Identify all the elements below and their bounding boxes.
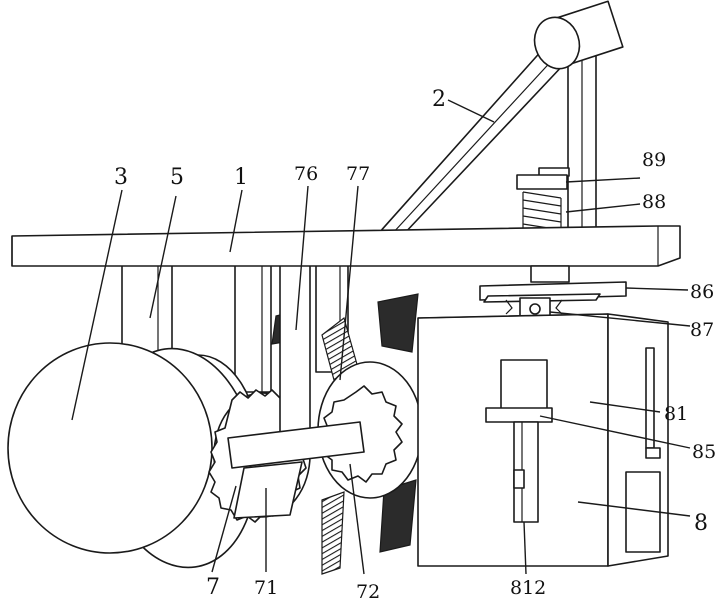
slider-bar-85: [486, 408, 552, 422]
label-77: 77: [346, 163, 370, 185]
label-3: 3: [114, 165, 128, 190]
label-88: 88: [642, 191, 666, 213]
label-87: 87: [690, 319, 714, 341]
crank-arm-71: [234, 462, 302, 518]
slider-block: [501, 360, 547, 412]
spring-seat: [517, 175, 567, 189]
wheel-3-face: [8, 343, 212, 553]
label-81: 81: [664, 403, 688, 425]
box-8: [418, 314, 668, 566]
label-5: 5: [170, 165, 184, 190]
crank-arm-76: [280, 264, 310, 444]
leader-86: [626, 288, 688, 290]
box-front: [418, 314, 608, 566]
spring-assembly: [517, 168, 569, 236]
label-8: 8: [694, 511, 708, 536]
box-slot: [646, 348, 654, 448]
label-76: 76: [294, 163, 318, 185]
handle-assembly: [378, 1, 623, 237]
label-89: 89: [642, 149, 666, 171]
label-812: 812: [510, 577, 546, 599]
label-7: 7: [206, 575, 220, 600]
label-85: 85: [692, 441, 716, 463]
label-72: 72: [356, 581, 380, 603]
label-86: 86: [690, 281, 714, 303]
label-71: 71: [254, 577, 278, 599]
label-1: 1: [234, 165, 248, 190]
plate-86: [480, 266, 626, 302]
label-2: 2: [432, 87, 446, 112]
